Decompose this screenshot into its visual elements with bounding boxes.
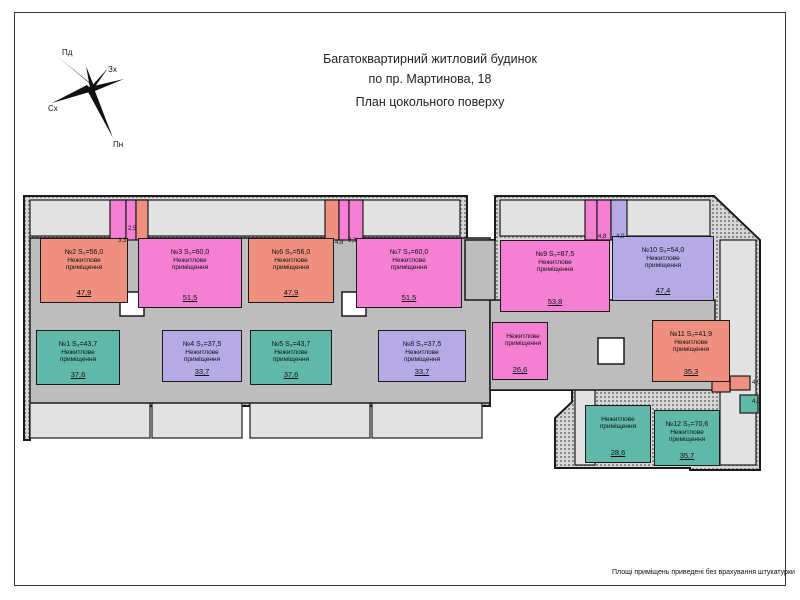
small-cell-value: 2,5	[128, 226, 137, 232]
unit-function-label: Нежитлове приміщення	[65, 257, 103, 271]
unit-title: №8 S₃=37,5	[402, 341, 442, 348]
unit-area: 26,6	[512, 365, 528, 374]
unit-title: №2 S₃=56,0	[64, 249, 104, 256]
small-cell-value: 4,0	[752, 399, 761, 405]
small-cell-value: 3,3	[348, 238, 357, 244]
unit-title: №1 S₃=43,7	[58, 341, 98, 348]
compass-rose-icon	[52, 56, 124, 138]
building-title: Багатоквартирний житловий будинок	[323, 52, 537, 66]
unit-function-label: Нежитлове приміщення	[403, 349, 441, 363]
unit-function-label: Нежитлове приміщення	[59, 349, 97, 363]
unit-area: 37,6	[283, 370, 299, 379]
building-address: по пр. Мартинова, 18	[368, 72, 492, 86]
unit-function-label: Нежитлове приміщення	[672, 339, 710, 353]
unit-title: №6 S₃=56,0	[271, 249, 311, 256]
unit-area: 53,8	[547, 297, 563, 306]
unit-u9b: Нежитлове приміщення 26,6	[492, 322, 548, 380]
small-cell-value: 4,8	[335, 240, 344, 246]
small-cell-value: 3,3	[118, 238, 127, 244]
small-cell-value: 4,0	[752, 380, 761, 386]
compass-ne-label: Зх	[108, 65, 117, 74]
unit-title: №3 S₃=60,0	[170, 249, 210, 256]
unit-area: 37,6	[70, 370, 86, 379]
plan-title: План цокольного поверху	[355, 95, 505, 109]
unit-title: №7 S₃=60,0	[389, 249, 429, 256]
area-footnote: Площі приміщень приведені без врахування…	[612, 569, 795, 576]
unit-function-label: Нежитлове приміщення	[644, 255, 682, 269]
unit-function-label: Нежитлове приміщення	[272, 257, 310, 271]
compass-sw-label: Сх	[48, 104, 58, 113]
unit-area: 47,9	[283, 288, 299, 297]
compass-s-label: Пн	[113, 140, 124, 149]
unit-title: №10 S₃=54,0	[641, 247, 685, 254]
unit-title: №9 S₃=87,5	[535, 251, 575, 258]
unit-u12b: Нежитлове приміщення 28,6	[585, 405, 651, 463]
unit-area: 35,3	[683, 367, 699, 376]
unit-function-label: Нежитлове приміщення	[668, 429, 706, 443]
unit-area: 47,4	[655, 286, 671, 295]
unit-area: 33,7	[194, 367, 210, 376]
unit-area: 51,5	[182, 293, 198, 302]
unit-area: 28,6	[610, 448, 626, 457]
drawing-frame	[14, 12, 786, 586]
unit-function-label: Нежитлове приміщення	[599, 416, 637, 430]
unit-area: 35,7	[679, 451, 695, 460]
unit-area: 47,9	[76, 288, 92, 297]
unit-function-label: Нежитлове приміщення	[272, 349, 310, 363]
unit-function-label: Нежитлове приміщення	[504, 333, 542, 347]
unit-title: №12 S₃=70,6	[665, 421, 709, 428]
compass-nw-label: Пд	[62, 48, 73, 57]
unit-area: 51,5	[401, 293, 417, 302]
unit-function-label: Нежитлове приміщення	[390, 257, 428, 271]
unit-title: №4 S₃=37,5	[182, 341, 222, 348]
unit-function-label: Нежитлове приміщення	[536, 259, 574, 273]
unit-title: №11 S₃=41,9	[670, 331, 712, 338]
small-cell-value: 4,8	[598, 234, 607, 240]
unit-function-label: Нежитлове приміщення	[171, 257, 209, 271]
unit-title: №5 S₃=43,7	[271, 341, 311, 348]
unit-function-label: Нежитлове приміщення	[183, 349, 221, 363]
small-cells	[109, 199, 759, 414]
unit-area: 33,7	[414, 367, 430, 376]
small-cell-value: 4,0	[616, 234, 625, 240]
